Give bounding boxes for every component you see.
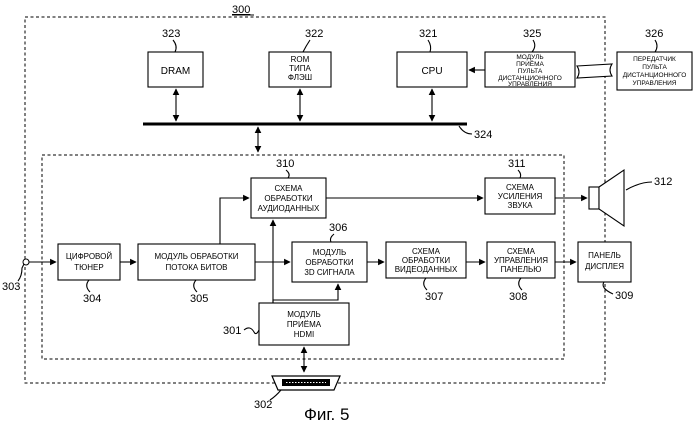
hdmi-receiver-ref: 301	[223, 325, 241, 337]
svg-text:ПОТОКА БИТОВ: ПОТОКА БИТОВ	[165, 263, 227, 272]
3d-processing-ref: 306	[329, 222, 347, 234]
svg-text:ПАНЕЛЬЮ: ПАНЕЛЬЮ	[501, 265, 542, 274]
svg-text:УПРАВЛЕНИЯ: УПРАВЛЕНИЯ	[508, 81, 552, 88]
svg-text:ДИСТАНЦИОННОГО: ДИСТАНЦИОННОГО	[623, 72, 687, 79]
svg-text:ОБРАБОТКИ: ОБРАБОТКИ	[264, 194, 313, 203]
3d-processing-block: МОДУЛЬ ОБРАБОТКИ 3D СИГНАЛА	[292, 242, 367, 282]
svg-text:УПРАВЛЕНИЯ: УПРАВЛЕНИЯ	[633, 80, 677, 87]
device-ref: 300	[232, 4, 250, 16]
audio-processing-block: СХЕМА ОБРАБОТКИ АУДИОДАННЫХ	[251, 178, 326, 218]
svg-text:СХЕМА: СХЕМА	[275, 184, 304, 193]
dram-block: DRAM	[148, 52, 203, 87]
rom-block: ROM ТИПА ФЛЭШ	[269, 52, 331, 87]
svg-text:DRAM: DRAM	[161, 66, 190, 77]
sound-amplifier-block: СХЕМА УСИЛЕНИЯ ЗВУКА	[485, 178, 555, 214]
remote-receiver-block: МОДУЛЬ ПРИЁМА ПУЛЬТА ДИСТАНЦИОННОГО УПРА…	[485, 52, 575, 88]
svg-text:ПРИЁМА: ПРИЁМА	[287, 320, 322, 329]
svg-text:ТЮНЕР: ТЮНЕР	[74, 263, 103, 272]
dram-ref: 323	[162, 28, 180, 40]
bus-ref: 324	[474, 129, 492, 141]
video-processing-block: СХЕМА ОБРАБОТКИ ВИДЕОДАННЫХ	[386, 242, 466, 278]
svg-text:ТИПА: ТИПА	[289, 64, 311, 73]
svg-text:МОДУЛЬ: МОДУЛЬ	[516, 54, 543, 61]
svg-text:СХЕМА: СХЕМА	[506, 183, 535, 192]
bitstream-processing-block: МОДУЛЬ ОБРАБОТКИ ПОТОКА БИТОВ	[138, 244, 255, 280]
speaker-icon	[589, 170, 624, 226]
remote-receiver-ref: 325	[523, 28, 541, 40]
svg-text:ПУЛЬТА: ПУЛЬТА	[518, 68, 543, 75]
svg-text:ПЕРЕДАТЧИК: ПЕРЕДАТЧИК	[633, 56, 676, 63]
svg-text:ПУЛЬТА: ПУЛЬТА	[642, 64, 667, 71]
svg-text:ФЛЭШ: ФЛЭШ	[288, 73, 312, 82]
cpu-block: CPU	[397, 52, 467, 87]
svg-text:ЦИФРОВОЙ: ЦИФРОВОЙ	[66, 252, 112, 261]
hdmi-receiver-block: МОДУЛЬ ПРИЁМА HDMI	[259, 303, 349, 345]
panel-control-ref: 308	[509, 291, 527, 303]
video-processing-ref: 307	[425, 291, 443, 303]
remote-transmitter-block: ПЕРЕДАТЧИК ПУЛЬТА ДИСТАНЦИОННОГО УПРАВЛЕ…	[617, 52, 692, 90]
svg-text:CPU: CPU	[421, 66, 442, 77]
bitstream-processing-ref: 305	[190, 293, 208, 305]
remote-transmitter-ref: 326	[645, 28, 663, 40]
svg-text:МОДУЛЬ: МОДУЛЬ	[313, 248, 347, 257]
display-panel-block: ПАНЕЛЬ ДИСПЛЕЯ	[578, 242, 631, 282]
svg-text:ОБРАБОТКИ: ОБРАБОТКИ	[305, 258, 354, 267]
hdmi-connector-ref: 302	[254, 399, 272, 411]
audio-processing-ref: 310	[276, 158, 294, 170]
svg-text:ЗВУКА: ЗВУКА	[508, 201, 534, 210]
sound-amplifier-ref: 311	[508, 158, 526, 170]
svg-text:ДИСПЛЕЯ: ДИСПЛЕЯ	[585, 262, 624, 271]
svg-text:ВИДЕОДАННЫХ: ВИДЕОДАННЫХ	[395, 265, 458, 274]
figure-caption: Фиг. 5	[304, 405, 349, 424]
svg-text:МОДУЛЬ ОБРАБОТКИ: МОДУЛЬ ОБРАБОТКИ	[154, 252, 238, 261]
svg-text:СХЕМА: СХЕМА	[507, 247, 536, 256]
svg-text:3D СИГНАЛА: 3D СИГНАЛА	[304, 268, 355, 277]
rom-ref: 322	[305, 28, 323, 40]
svg-text:УСИЛЕНИЯ: УСИЛЕНИЯ	[498, 192, 543, 201]
svg-text:HDMI: HDMI	[294, 330, 314, 339]
panel-control-block: СХЕМА УПРАВЛЕНИЯ ПАНЕЛЬЮ	[487, 242, 555, 278]
svg-text:ROM: ROM	[291, 55, 310, 64]
svg-text:УПРАВЛЕНИЯ: УПРАВЛЕНИЯ	[494, 256, 548, 265]
digital-tuner-block: ЦИФРОВОЙ ТЮНЕР	[58, 244, 120, 280]
svg-text:АУДИОДАННЫХ: АУДИОДАННЫХ	[258, 204, 320, 213]
wireless-link-icon	[577, 64, 612, 78]
speaker-ref: 312	[654, 176, 672, 188]
digital-tuner-ref: 304	[83, 293, 101, 305]
svg-text:ПАНЕЛЬ: ПАНЕЛЬ	[588, 251, 621, 260]
display-panel-ref: 309	[615, 290, 633, 302]
svg-text:ОБРАБОТКИ: ОБРАБОТКИ	[402, 256, 451, 265]
svg-text:МОДУЛЬ: МОДУЛЬ	[287, 310, 321, 319]
svg-text:ПРИЁМА: ПРИЁМА	[516, 60, 544, 68]
hdmi-connector-icon	[272, 376, 340, 390]
svg-text:СХЕМА: СХЕМА	[412, 247, 441, 256]
antenna-input-ref: 303	[2, 281, 20, 293]
cpu-ref: 321	[419, 28, 437, 40]
